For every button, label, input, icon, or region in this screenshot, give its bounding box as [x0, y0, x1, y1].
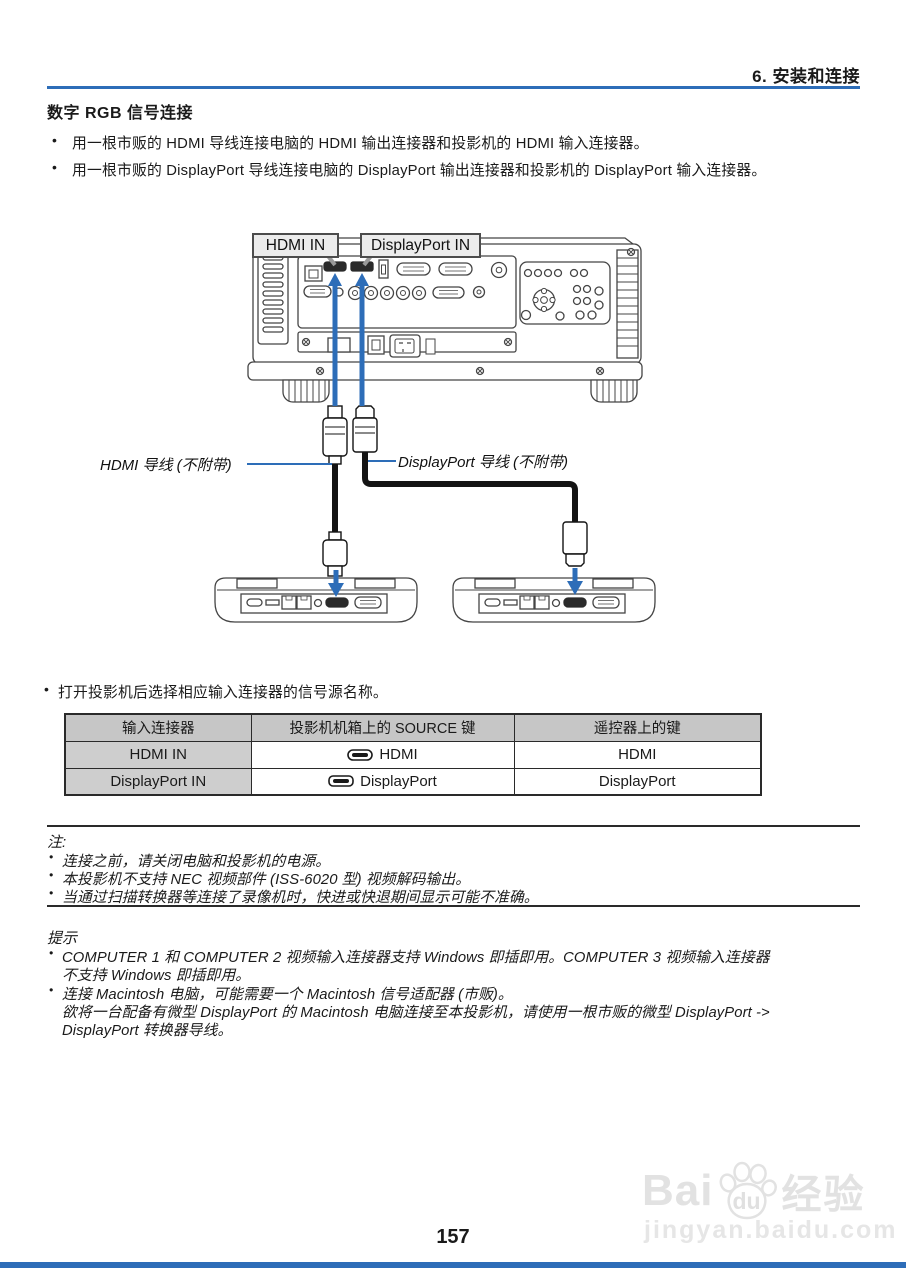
cell-source-key: HDMI	[250, 740, 515, 769]
tip-line: DisplayPort 转换器导线。	[62, 1023, 233, 1039]
note-item: 当通过扫描转换器等连接了录像机时，快进或快退期间显示可能不准确。	[49, 886, 539, 907]
header-rule	[47, 86, 860, 89]
cell-connector: DisplayPort IN	[64, 767, 252, 796]
baidu-paw-icon: du	[715, 1158, 779, 1224]
watermark-du-text: du	[732, 1188, 761, 1214]
displayport-cable-drawing	[352, 405, 588, 567]
watermark-url: jingyan.baidu.com	[644, 1216, 898, 1244]
select-source-bullet: 打开投影机后选择相应输入连接器的信号源名称。	[44, 681, 388, 702]
control-panel	[519, 261, 611, 325]
note-rule-bottom	[47, 905, 860, 907]
intro-bullet-2: 用一根市贩的 DisplayPort 导线连接电脑的 DisplayPort 输…	[52, 159, 766, 180]
displayport-port	[350, 261, 374, 272]
cell-connector: HDMI IN	[64, 740, 252, 769]
vent-grille-right	[616, 249, 639, 359]
projector-rear-view	[247, 237, 643, 403]
tip-line: 欲将一台配备有微型 DisplayPort 的 Macintosh 电脑连接至本…	[62, 1005, 770, 1021]
note-rule-top	[47, 825, 860, 827]
projector-foot-right	[590, 379, 638, 403]
cell-source-key: DisplayPort	[250, 767, 515, 796]
table-row: HDMI IN HDMI HDMI	[64, 740, 762, 769]
screws	[315, 247, 636, 376]
power-inlet-area	[327, 334, 436, 358]
cable-label-leaders	[247, 460, 396, 465]
table-header-row: 输入连接器 投影机机箱上的 SOURCE 键 遥控器上的键	[64, 713, 762, 742]
arrow-into-hdmi-port	[328, 273, 342, 406]
vent-grille-left	[257, 249, 289, 345]
arrow-into-laptop-left	[328, 570, 344, 597]
pc-control-port	[303, 285, 332, 298]
watermark-bai-text: Bai	[642, 1166, 714, 1215]
tips-label: 提示	[47, 930, 78, 947]
note-label: 注:	[47, 834, 67, 851]
note-item: 连接之前，请关闭电脑和投影机的电源。	[49, 850, 330, 871]
baidu-jingyan-watermark: Bai du 经验	[642, 1158, 865, 1224]
hdmi-cable-drawing	[322, 405, 348, 577]
col-header-connector: 输入连接器	[64, 713, 252, 742]
page-title: 数字 RGB 信号连接	[47, 105, 193, 122]
col-header-source-key: 投影机机箱上的 SOURCE 键	[250, 713, 515, 742]
tip-line: COMPUTER 1 和 COMPUTER 2 视频输入连接器支持 Window…	[49, 946, 770, 967]
hdmi-in-label: HDMI IN	[252, 233, 339, 258]
hdmi-cable-label: HDMI 导线 (不附带)	[100, 457, 232, 474]
displayport-connector-icon	[328, 775, 354, 788]
arrow-into-laptop-right	[567, 568, 583, 595]
laptop-right	[452, 577, 656, 623]
hdmi-connector-icon	[347, 748, 374, 761]
computer1-port	[396, 262, 431, 276]
tip-line: 连接 Macintosh 电脑，可能需要一个 Macintosh 信号适配器 (…	[49, 983, 513, 1004]
note-item: 本投影机不支持 NEC 视频部件 (ISS-6020 型) 视频解码输出。	[49, 868, 470, 889]
section-header: 6. 安装和连接	[752, 67, 860, 86]
monitor-out-port	[432, 286, 465, 299]
cell-remote-key: DisplayPort	[513, 767, 762, 796]
arrow-into-displayport-port	[355, 273, 369, 406]
laptop-left	[214, 577, 418, 623]
cell-remote-key: HDMI	[513, 740, 762, 769]
tip-line: 不支持 Windows 即插即用。	[62, 968, 251, 984]
bnc-connectors	[347, 285, 427, 301]
connection-diagram	[214, 237, 656, 623]
watermark-jingyan-text: 经验	[781, 1173, 866, 1217]
source-selection-table: 输入连接器 投影机机箱上的 SOURCE 键 遥控器上的键 HDMI IN HD…	[64, 713, 762, 796]
displayport-in-label: DisplayPort IN	[360, 233, 481, 258]
displayport-cable-label: DisplayPort 导线 (不附带)	[398, 454, 569, 471]
col-header-remote-key: 遥控器上的键	[513, 713, 762, 742]
table-row: DisplayPort IN DisplayPort DisplayPort	[64, 767, 762, 796]
connector-panel	[297, 255, 517, 329]
page-number: 157	[436, 1226, 470, 1248]
projector-foot-left	[282, 379, 330, 403]
intro-bullet-1: 用一根市贩的 HDMI 导线连接电脑的 HDMI 输出连接器和投影机的 HDMI…	[52, 132, 649, 153]
footer-blue-bar	[0, 1262, 906, 1268]
computer2-port	[438, 262, 473, 276]
